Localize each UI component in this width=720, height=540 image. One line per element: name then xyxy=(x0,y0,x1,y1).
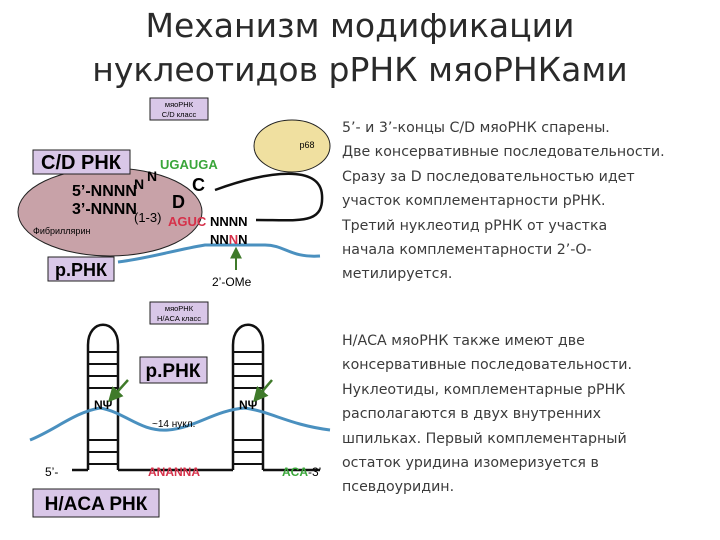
cd-n-top-2: N xyxy=(147,168,157,184)
cd-rna-label: C/D РНК xyxy=(41,152,122,174)
cd-description-line: начала комплементарности 2’-О- xyxy=(342,242,592,259)
haca-rna-label: H/ACA РНК xyxy=(45,494,148,515)
haca-class-label-line-1: мяоРНК xyxy=(165,304,194,313)
haca-rna-label-box xyxy=(32,488,160,518)
haca-description-line: псевдоуридин. xyxy=(342,479,455,496)
right-pseudouridine-site: NΨ xyxy=(239,398,258,412)
box-c-sequence: UGAUGA xyxy=(160,157,218,172)
haca-rrna-label: р.РНК xyxy=(146,361,201,382)
haca-description-line: Н/АСА мяоРНК также имеют две xyxy=(342,333,585,349)
right-hairpin-rungs xyxy=(233,351,263,465)
haca-description: Н/АСА мяоРНК также имеют две консервативн… xyxy=(342,329,714,500)
fibrillarin-label: Фибриллярин xyxy=(33,226,90,236)
box-c-letter: C xyxy=(192,175,205,195)
cd-description-line: Сразу за D последовательностью идет xyxy=(342,168,635,185)
page-title: Механизм модификации нуклеотидов рРНК мя… xyxy=(0,4,720,92)
cd-class-label-box xyxy=(149,97,209,121)
haca-rrna-strand xyxy=(29,406,331,442)
haca-description-line: шпильках. Первый комплементарный xyxy=(342,430,627,447)
cd-five-prime-strand: 5’-NNNN xyxy=(72,183,137,200)
title-line-1: Механизм модификации xyxy=(145,6,575,45)
cd-rrna-label: р.РНК xyxy=(55,260,108,280)
cd-after-d-sequence: NNNN xyxy=(210,214,248,229)
haca-rrna-label-box xyxy=(139,356,208,384)
haca-three-prime: -3’ xyxy=(308,465,321,479)
haca-class-label-line-2: H/ACA класс xyxy=(157,314,201,323)
cd-description-line: 5’- и 3’-концы C/D мяоРНК спарены. xyxy=(342,120,610,136)
haca-description-line: консервативные последовательности. xyxy=(342,357,632,374)
cd-description-line: Две консервативные последовательности. xyxy=(342,144,665,161)
cd-description-line: участок комплементарности рРНК. xyxy=(342,193,606,210)
cd-rrna-strand xyxy=(117,243,321,264)
p68-protein xyxy=(253,119,331,173)
haca-class-label-box xyxy=(149,301,209,325)
haca-description-line: Нуклеотиды, комплементарные рРНК xyxy=(342,381,626,398)
left-pseudouridine-site: NΨ xyxy=(94,398,113,412)
box-h-sequence: ANANNA xyxy=(148,465,200,479)
left-hairpin-stem xyxy=(86,323,120,470)
cd-description: 5’- и 3’-концы C/D мяоРНК спарены. Две ко… xyxy=(342,116,714,287)
cd-snorna-loop xyxy=(214,172,324,222)
box-d-letter: D xyxy=(172,192,185,212)
cd-rna-label-box xyxy=(32,149,131,175)
cd-rrna-pair-sequence: NNNN xyxy=(210,232,248,247)
cd-description-line: Третий нуклеотид рРНК от участка xyxy=(342,217,608,234)
left-isomerization-arrow xyxy=(107,379,129,403)
haca-description-line: располагаются в двух внутренних xyxy=(342,406,601,423)
cd-description-line: метилируется. xyxy=(342,266,453,283)
right-hairpin-stem xyxy=(231,323,265,470)
haca-panel: мяоРНК H/ACA класс р.РНК xyxy=(29,301,331,518)
cd-class-label-line-1: мяоРНК xyxy=(165,100,194,109)
cd-class-label-line-2: C/D класс xyxy=(162,110,197,119)
cd-n-top-1: N xyxy=(134,176,144,192)
right-isomerization-arrow xyxy=(253,379,273,403)
box-d-sequence: AGUC xyxy=(168,214,207,229)
haca-description-line: остаток уридина изомеризуется в xyxy=(342,455,599,472)
cd-bracket-spacer: (1-3) xyxy=(134,210,161,225)
spacer-label: ~14 нукл. xyxy=(152,419,195,430)
left-hairpin-rungs xyxy=(88,351,118,465)
p68-label: р68 xyxy=(299,140,314,150)
title-line-2: нуклеотидов рРНК мяоРНКами xyxy=(92,50,628,89)
cd-panel: мяоРНК C/D класс р68 Фибриллярин C/D РНК… xyxy=(17,97,331,289)
cd-rrna-label-box xyxy=(47,256,115,282)
haca-five-prime: 5’- xyxy=(45,465,58,479)
methylation-label: 2’-OMe xyxy=(212,275,252,289)
cd-three-prime-strand: 3’-NNNN xyxy=(72,201,137,218)
methylated-nucleotide: N xyxy=(229,232,238,247)
box-aca-sequence: ACA xyxy=(282,465,308,479)
